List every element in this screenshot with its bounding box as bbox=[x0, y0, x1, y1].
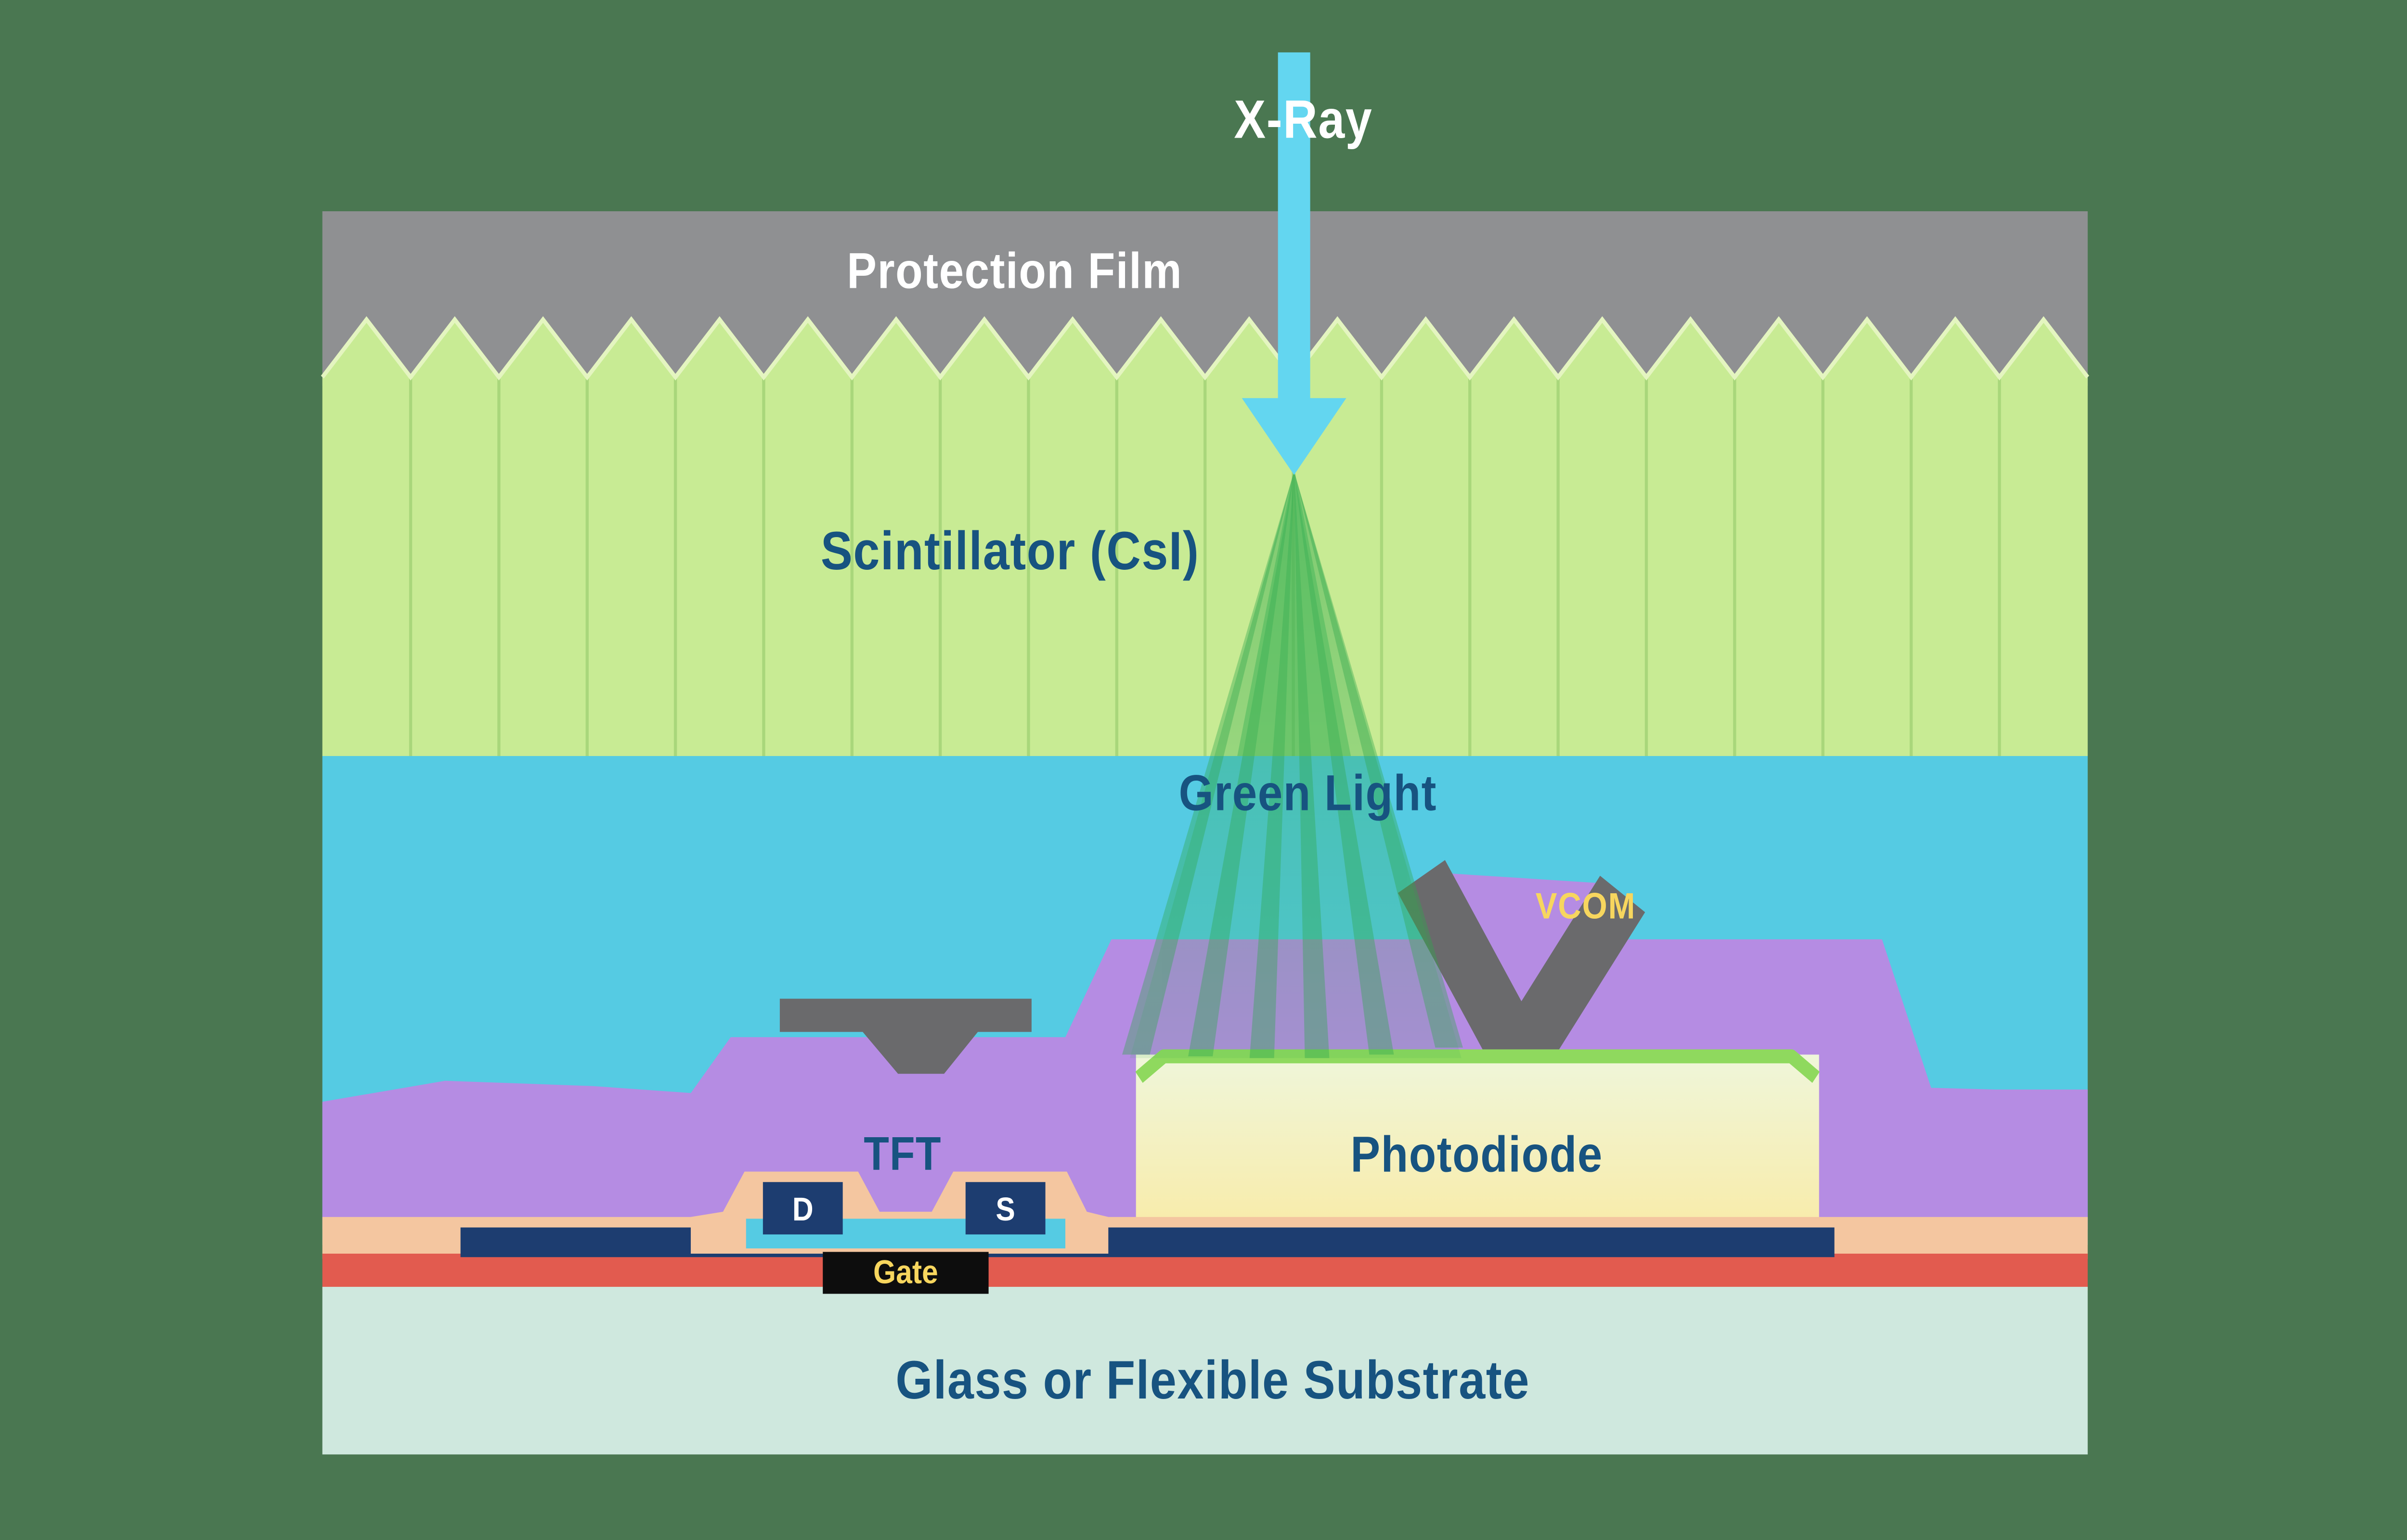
xray-arrow-head bbox=[1242, 398, 1346, 475]
xray-arrow-icon bbox=[1242, 52, 1346, 475]
green-light-fan bbox=[1129, 471, 1462, 1058]
photodiode-top-contact bbox=[1135, 1049, 1820, 1083]
drain-label: D bbox=[792, 1190, 814, 1228]
xray-label: X-Ray bbox=[1234, 90, 1372, 150]
gate-electrode bbox=[823, 1252, 989, 1294]
vcom-label: VCOM bbox=[1536, 886, 1636, 926]
gate-insulator-layer bbox=[322, 1253, 2088, 1291]
tft-source-electrode bbox=[965, 1182, 1046, 1235]
green-light-core bbox=[1237, 468, 1351, 756]
bias-electrode bbox=[779, 999, 1032, 1074]
source-label: S bbox=[996, 1190, 1015, 1228]
protection-film-layer bbox=[322, 211, 2088, 386]
xray-arrow-shaft bbox=[1278, 52, 1310, 405]
scintillator-label: Scintillator (CsI) bbox=[821, 521, 1200, 581]
scintillator-needle-tips-highlight bbox=[321, 316, 2089, 381]
substrate-label: Glass or Flexible Substrate bbox=[895, 1350, 1530, 1410]
tft-drain-electrode bbox=[763, 1182, 843, 1235]
tft-label: TFT bbox=[864, 1128, 942, 1180]
photodiode-body bbox=[1136, 1054, 1819, 1222]
data-line bbox=[460, 1227, 1835, 1258]
substrate-layer bbox=[322, 1286, 2088, 1455]
green-light-label: Green Light bbox=[1179, 764, 1437, 821]
photodiode-label: Photodiode bbox=[1350, 1126, 1603, 1182]
purple-fill-between-vcom-arms bbox=[1443, 873, 1606, 1030]
gate-label: Gate bbox=[873, 1253, 938, 1291]
protection-film-label: Protection Film bbox=[847, 242, 1182, 299]
